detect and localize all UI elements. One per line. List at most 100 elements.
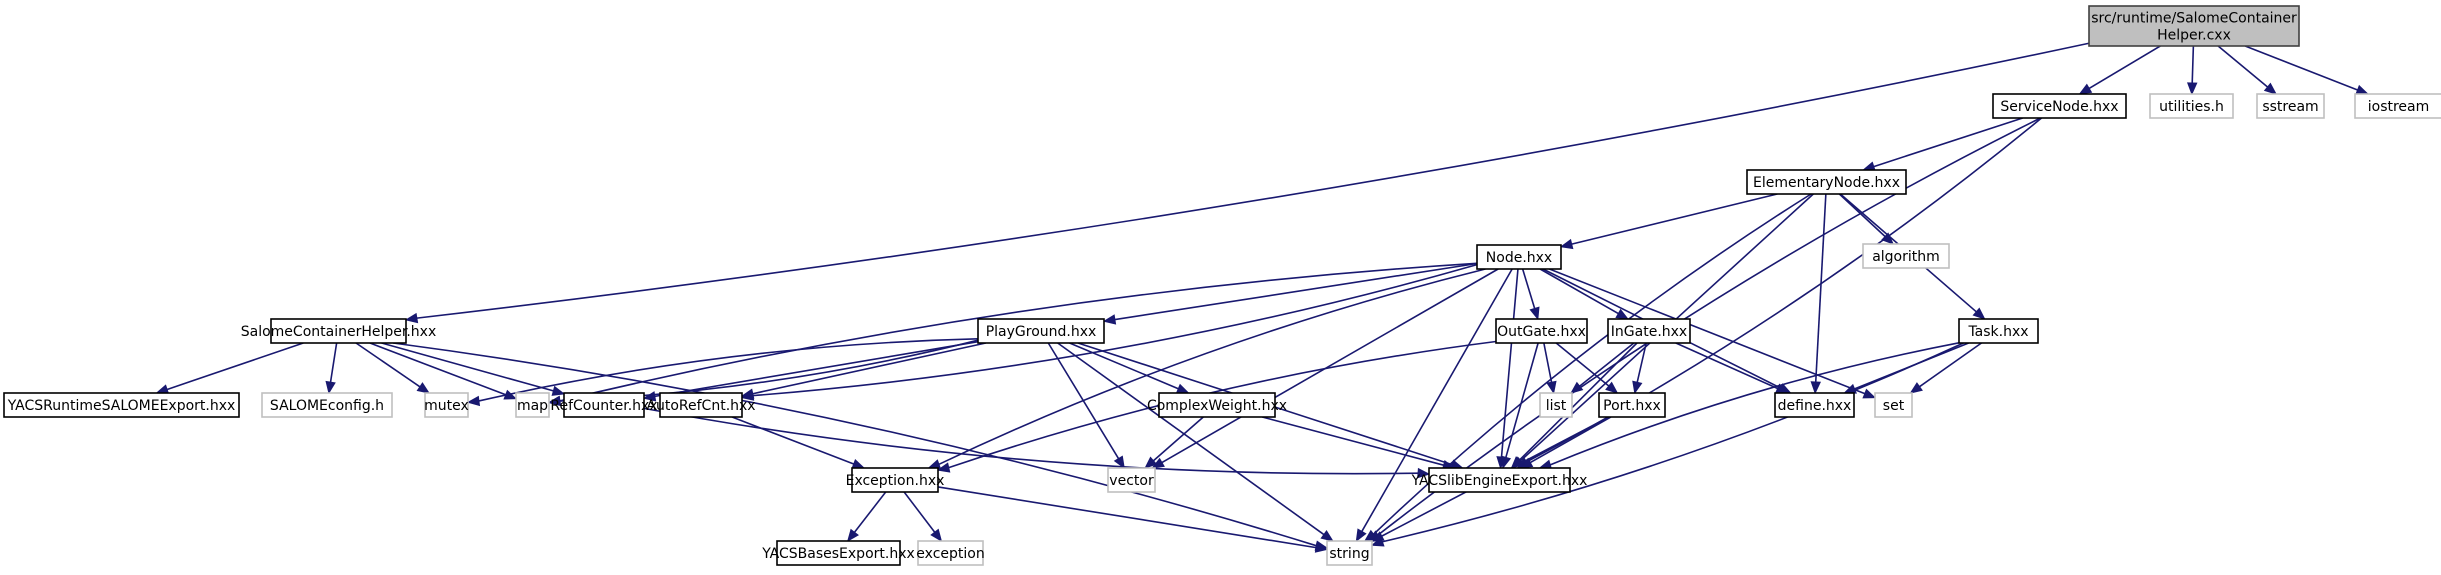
node-elementarynode[interactable]: ElementaryNode.hxx	[1746, 169, 1907, 195]
arrowhead-icon	[846, 528, 859, 543]
node-box	[776, 540, 901, 566]
edge-line	[1555, 342, 1610, 387]
node-playground[interactable]: PlayGround.hxx	[977, 318, 1105, 344]
edge-line	[654, 340, 979, 398]
edge-line	[1539, 268, 1619, 315]
edge-node-to-outgate	[1521, 268, 1540, 321]
node-box	[1539, 392, 1573, 418]
node-refcounter[interactable]: RefCounter.hxx	[550, 392, 658, 418]
node-label: mutex	[424, 398, 469, 414]
node-label: YACSBasesExport.hxx	[761, 546, 915, 562]
node-label: Node.hxx	[1486, 250, 1552, 266]
arrowhead-icon	[2186, 82, 2198, 96]
node-outgate[interactable]: OutGate.hxx	[1495, 318, 1588, 344]
edge-line	[731, 416, 854, 465]
edge-line	[1814, 193, 1827, 383]
node-label: Helper.cxx	[2157, 28, 2231, 44]
node-label: SalomeContainerHelper.hxx	[241, 324, 436, 340]
node-label: vector	[1109, 473, 1154, 489]
edge-line	[1549, 342, 1960, 466]
arrowhead-icon	[1862, 388, 1877, 399]
node-label: RefCounter.hxx	[550, 398, 657, 414]
node-box	[659, 392, 743, 418]
arrowhead-icon	[1529, 306, 1540, 321]
node-yacslibengine[interactable]: YACSlibEngineExport.hxx	[1411, 467, 1588, 493]
arrowhead-icon	[416, 382, 431, 394]
edge-line	[393, 342, 1317, 547]
edge-line	[903, 491, 936, 533]
node-label: SALOMEconfig.h	[270, 398, 384, 414]
edge-line	[1382, 342, 1964, 543]
edge-playground-to-vector	[1047, 342, 1125, 470]
node-box	[3, 392, 240, 418]
node-node[interactable]: Node.hxx	[1476, 244, 1562, 270]
node-box	[1874, 392, 1913, 418]
arrowhead-icon	[936, 462, 951, 473]
arrowhead-icon	[551, 385, 566, 396]
node-label: Exception.hxx	[846, 473, 945, 489]
node-exception: exception	[916, 540, 985, 566]
node-box	[563, 392, 645, 418]
edge-line	[1114, 262, 1478, 321]
edge-line	[2244, 45, 2358, 91]
arrowhead-icon	[1355, 528, 1367, 543]
edge-root-to-servicenode	[2078, 45, 2161, 95]
node-exception_hxx[interactable]: Exception.hxx	[846, 467, 945, 493]
node-yacsbases[interactable]: YACSBasesExport.hxx	[761, 540, 915, 566]
node-root[interactable]: src/runtime/SalomeContainerHelper.cxx	[2088, 5, 2300, 47]
arrowhead-icon	[1113, 455, 1125, 470]
node-box	[2354, 93, 2441, 119]
node-box	[1862, 243, 1950, 269]
edge-line	[2088, 45, 2161, 90]
node-task[interactable]: Task.hxx	[1958, 318, 2039, 344]
edge-ingate-to-define	[1675, 342, 1789, 394]
edge-node-to-string	[1355, 268, 1513, 543]
node-label: map	[517, 398, 548, 414]
arrowhead-icon	[1570, 381, 1584, 394]
edge-line	[1579, 342, 1635, 387]
edge-elementarynode-to-algorithm	[1838, 193, 1895, 245]
edge-task-to-yacslibengine	[1538, 342, 1960, 470]
edge-salomehelper-to-mutex	[355, 342, 431, 394]
node-label: PlayGround.hxx	[986, 324, 1097, 340]
edge-line	[369, 342, 507, 396]
node-yacsruntime[interactable]: YACSRuntimeSALOMEExport.hxx	[3, 392, 240, 418]
node-complexweight[interactable]: ComplexWeight.hxx	[1147, 392, 1287, 418]
edge-line	[1919, 342, 1982, 388]
edge-servicenode-to-elementarynode	[1862, 117, 2023, 172]
edge-autorefcnt-to-exception_hxx	[731, 416, 866, 469]
edge-line	[643, 407, 1419, 475]
arrowhead-icon	[325, 380, 336, 395]
arrowhead-icon	[404, 312, 419, 324]
node-box	[1992, 93, 2127, 119]
node-box	[1428, 467, 1571, 493]
node-ingate[interactable]: InGate.hxx	[1607, 318, 1691, 344]
arrowhead-icon	[1559, 238, 1574, 250]
node-autorefcnt[interactable]: AutoRefCnt.hxx	[646, 392, 756, 418]
node-string: string	[1326, 540, 1373, 566]
node-box	[1495, 318, 1588, 344]
edge-complexweight-to-vector	[1144, 416, 1204, 469]
node-label: InGate.hxx	[1611, 324, 1687, 340]
edge-line	[1675, 342, 1778, 390]
node-label: Task.hxx	[1967, 324, 2028, 340]
node-servicenode[interactable]: ServiceNode.hxx	[1992, 93, 2127, 119]
edge-line	[1571, 193, 1778, 245]
arrowhead-icon	[1144, 456, 1158, 469]
arrowhead-icon	[2078, 83, 2093, 95]
edge-task-to-set	[1909, 342, 1982, 394]
node-box	[1607, 318, 1691, 344]
edge-line	[1521, 268, 1536, 309]
node-define[interactable]: define.hxx	[1774, 392, 1855, 418]
arrowhead-icon	[1605, 381, 1619, 394]
node-port[interactable]: Port.hxx	[1598, 392, 1666, 418]
edge-node-to-playground	[1102, 262, 1478, 325]
edge-root-to-utilities	[2186, 45, 2198, 96]
arrowhead-icon	[1500, 455, 1512, 470]
node-box	[2256, 93, 2325, 119]
node-salomehelper[interactable]: SalomeContainerHelper.hxx	[241, 318, 436, 344]
node-box	[851, 467, 939, 493]
node-box	[1774, 392, 1855, 418]
arrowhead-icon	[1314, 542, 1329, 553]
edge-line	[1500, 268, 1519, 458]
